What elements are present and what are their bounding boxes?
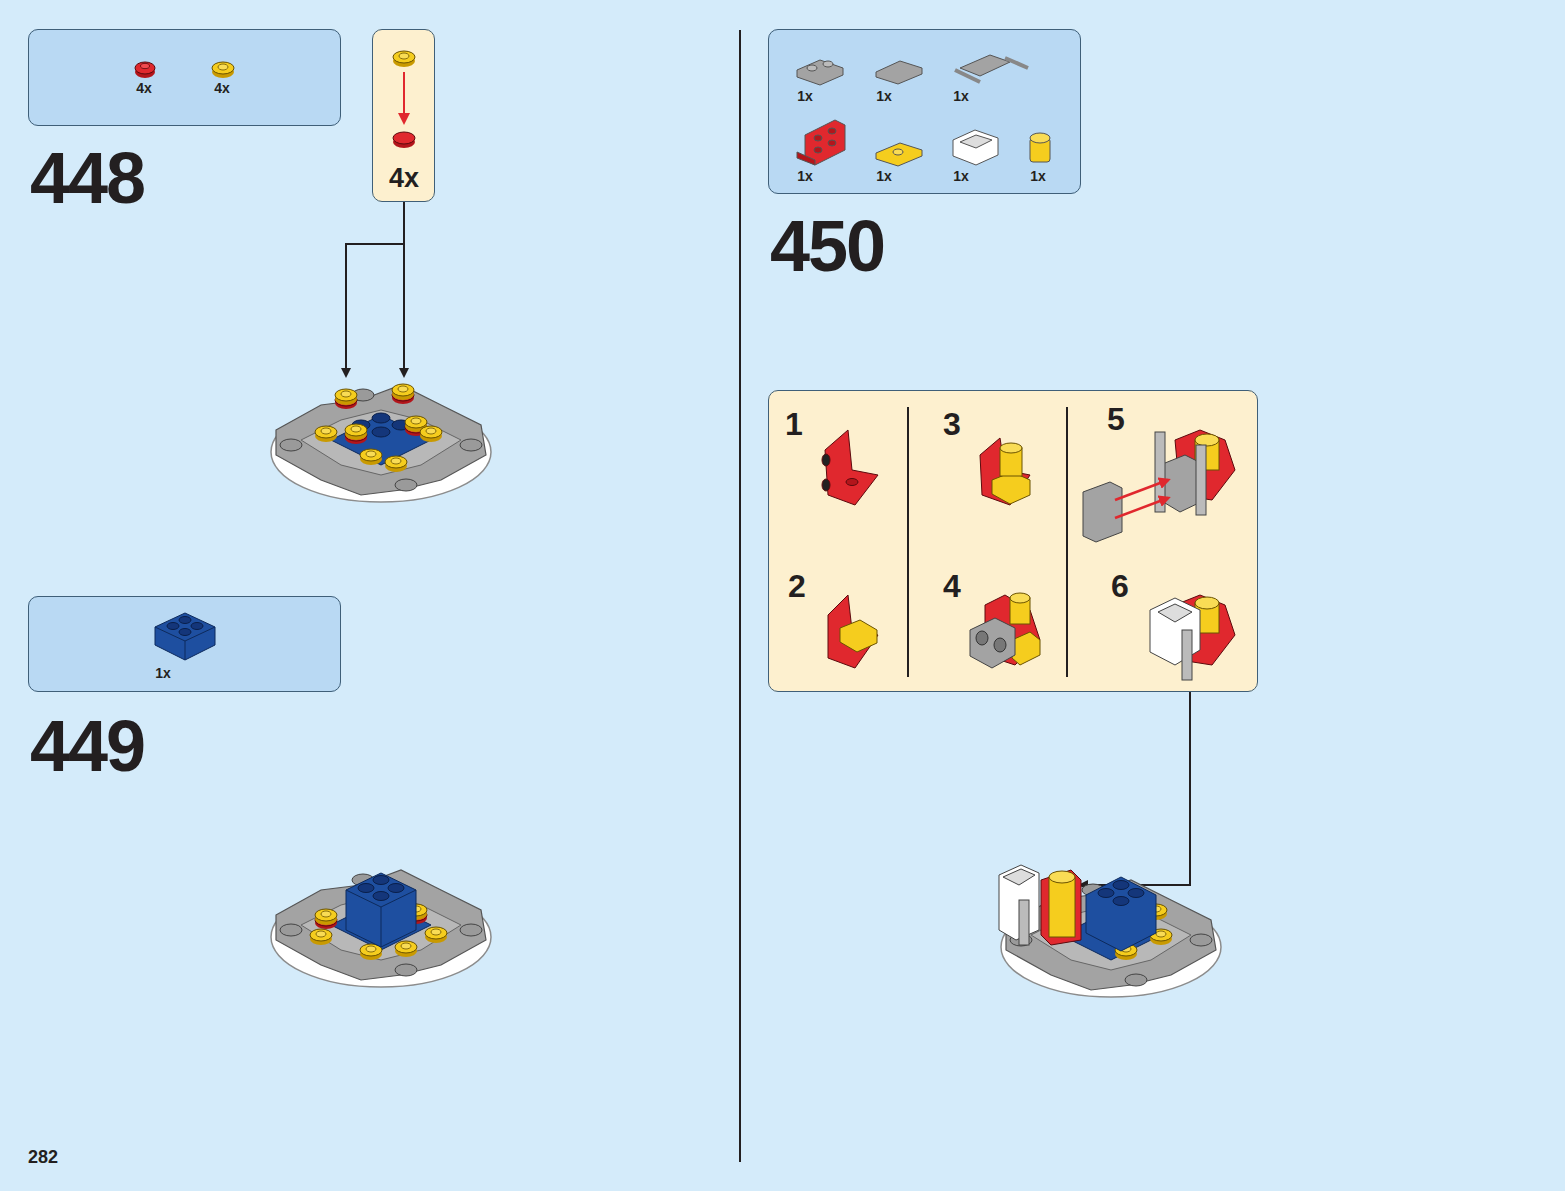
parts-list-box: 1x 1x 1x 1x 1x 1x 1x [768, 29, 1081, 194]
part-count: 1x [876, 169, 892, 183]
step-number: 449 [30, 710, 144, 782]
substep-number: 2 [788, 570, 806, 602]
part-count: 1x [797, 89, 813, 103]
part-count: 1x [953, 89, 969, 103]
part-count: 1x [155, 666, 171, 680]
part-count: 4x [136, 81, 152, 95]
substep-number: 6 [1111, 570, 1129, 602]
page-number: 282 [28, 1148, 58, 1166]
step-number: 450 [770, 210, 884, 282]
callout-count: 4x [389, 165, 419, 192]
substep-box: 1 3 5 2 4 6 [768, 390, 1258, 692]
parts-list-box: 4x 4x [28, 29, 341, 126]
part-count: 1x [1030, 169, 1046, 183]
substep-number: 3 [943, 408, 961, 440]
parts-list-box: 1x [28, 596, 341, 692]
part-count: 1x [876, 89, 892, 103]
substep-number: 5 [1107, 403, 1125, 435]
substep-number: 4 [943, 570, 961, 602]
callout-box: 4x [372, 29, 435, 202]
substep-number: 1 [785, 408, 803, 440]
part-count: 1x [953, 169, 969, 183]
part-count: 4x [214, 81, 230, 95]
step-number: 448 [30, 142, 144, 214]
part-count: 1x [797, 169, 813, 183]
